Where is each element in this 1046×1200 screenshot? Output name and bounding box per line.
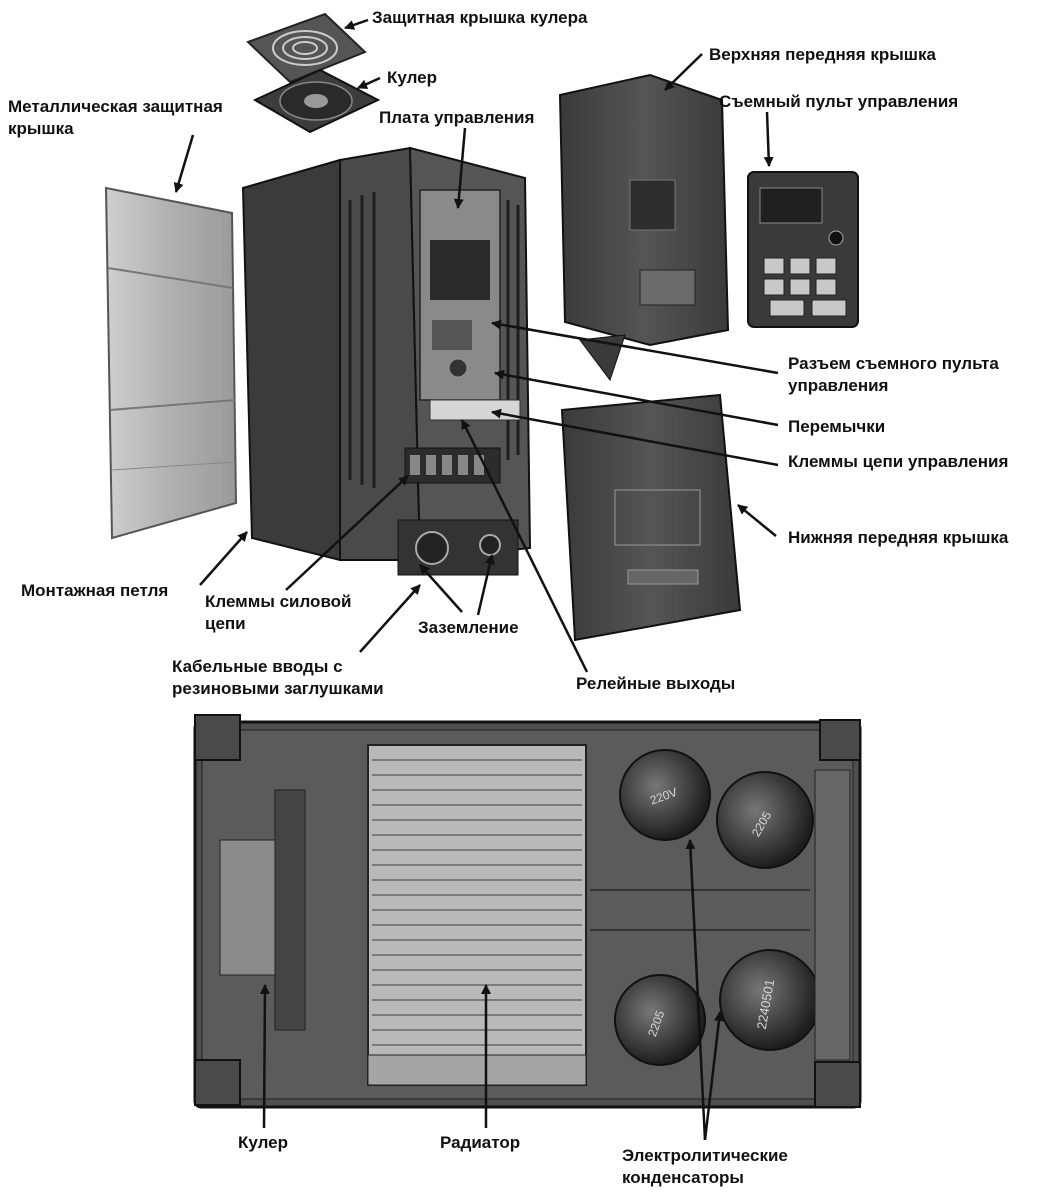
label-capacitors: Электролитические конденсаторы (622, 1145, 788, 1189)
label-jumpers: Перемычки (788, 417, 886, 436)
label-keypad-connector: Разъем съемного пульта управления (788, 353, 999, 397)
leader-lines (173, 18, 779, 1141)
label-mounting-loop: Монтажная петля (21, 581, 169, 600)
label-upper-front-cover: Верхняя передняя крышка (709, 45, 936, 64)
label-cable-entries-line1: Кабельные вводы с (172, 657, 343, 676)
label-control-terminals: Клеммы цепи управления (788, 452, 1009, 471)
label-power-terminals-line2: цепи (205, 614, 246, 633)
label-power-terminals-line1: Клеммы силовой (205, 592, 352, 611)
label-grounding: Заземление (418, 618, 519, 637)
label-cable-entries-line2: резиновыми заглушками (172, 679, 384, 698)
label-keypad: Съемный пульт управления (719, 92, 959, 111)
label-control-board: Плата управления (379, 108, 535, 127)
electrolytic-capacitors: 220V 2205 2240501 2205 (614, 749, 821, 1066)
label-metal-cover-line2: крышка (8, 119, 74, 138)
label-cable-entries: Кабельные вводы с резиновыми заглушками (172, 656, 384, 700)
label-radiator: Радиатор (440, 1133, 521, 1152)
fan (252, 68, 381, 134)
internal-view: 220V 2205 2240501 2205 (193, 714, 862, 1109)
fan-cover (246, 12, 367, 84)
label-lower-front-cover: Нижняя передняя крышка (788, 528, 1009, 547)
label-bottom-fan: Кулер (238, 1133, 289, 1152)
label-fan: Кулер (387, 68, 438, 87)
drive-housing (241, 146, 532, 576)
metal-protective-cover (104, 186, 238, 540)
removable-keypad (747, 171, 859, 328)
label-metal-cover: Металлическая защитная крышка (8, 96, 223, 140)
label-keypad-connector-line2: управления (788, 376, 889, 395)
upper-front-cover (558, 73, 730, 382)
label-power-terminals: Клеммы силовой цепи (205, 591, 352, 635)
lower-front-cover (560, 393, 742, 642)
label-keypad-connector-line1: Разъем съемного пульта (788, 354, 999, 373)
label-relay-outputs: Релейные выходы (576, 674, 736, 693)
label-capacitors-line2: конденсаторы (622, 1168, 744, 1187)
label-metal-cover-line1: Металлическая защитная (8, 97, 223, 116)
label-capacitors-line1: Электролитические (622, 1146, 788, 1165)
label-fan-cover: Защитная крышка кулера (372, 8, 588, 27)
